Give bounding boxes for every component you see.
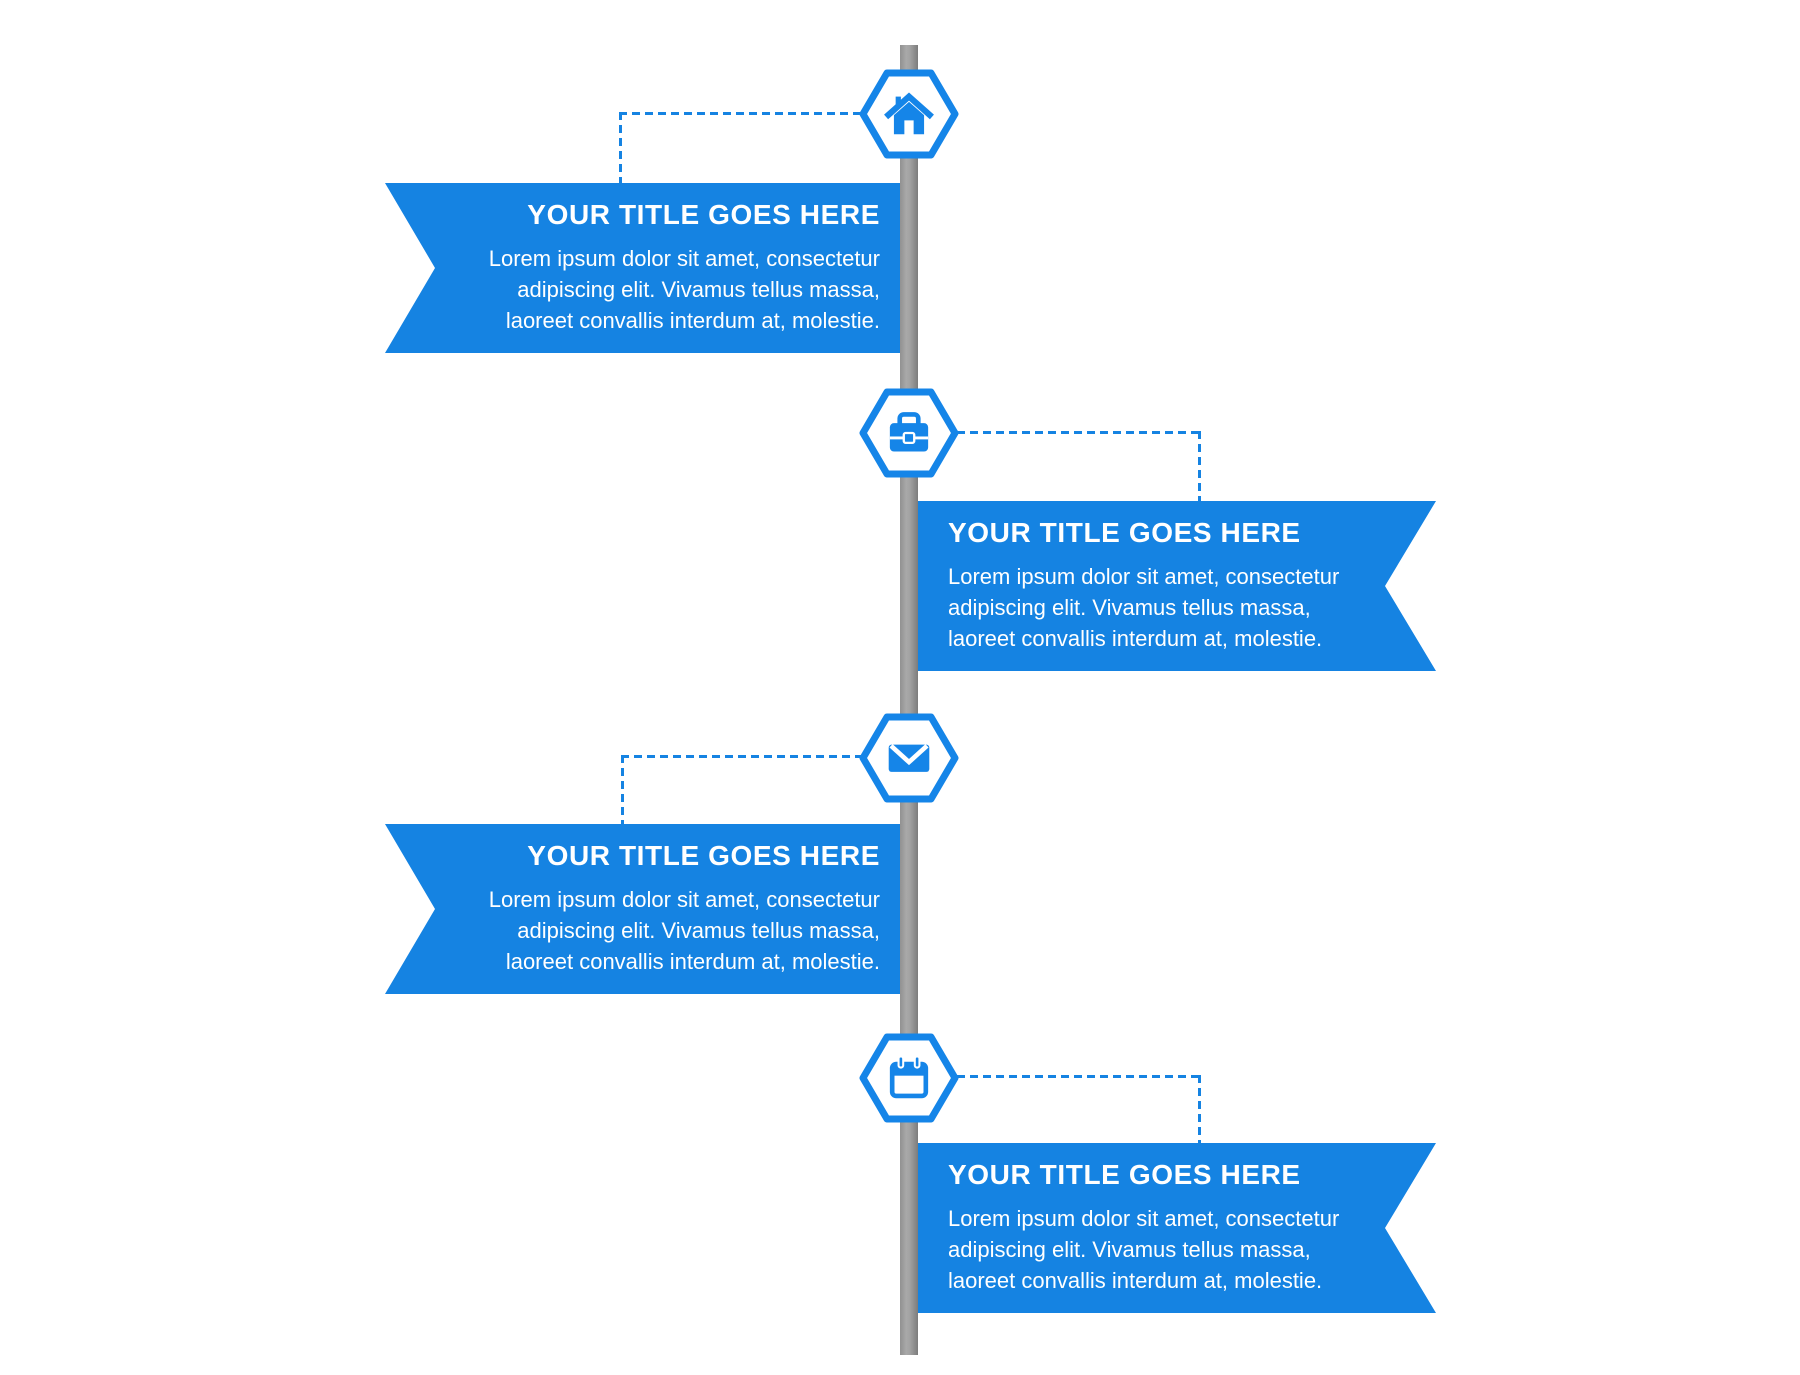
hexagon-marker-4 xyxy=(859,1028,959,1128)
timeline-card-1: YOUR TITLE GOES HERE Lorem ipsum dolor s… xyxy=(385,183,910,353)
card-body-line: adipiscing elit. Vivamus tellus massa, xyxy=(948,595,1311,621)
card-title: YOUR TITLE GOES HERE xyxy=(948,1158,1301,1190)
envelope-icon xyxy=(888,744,930,772)
timeline-card-4: YOUR TITLE GOES HERE Lorem ipsum dolor s… xyxy=(908,1143,1436,1313)
timeline-card-3: YOUR TITLE GOES HERE Lorem ipsum dolor s… xyxy=(385,824,910,994)
card-body-line: laoreet convallis interdum at, molestie. xyxy=(505,308,880,334)
hexagon-marker-3 xyxy=(859,708,959,808)
connector-line-1-vertical xyxy=(619,112,622,183)
toolbox-icon xyxy=(889,412,929,452)
card-body-line: Lorem ipsum dolor sit amet, consectetur xyxy=(948,564,1340,590)
card-title: YOUR TITLE GOES HERE xyxy=(527,839,880,871)
home-icon xyxy=(884,92,934,135)
calendar-icon xyxy=(889,1055,929,1099)
hexagon-outline xyxy=(859,1033,959,1123)
card-title: YOUR TITLE GOES HERE xyxy=(527,198,880,230)
connector-line-2-horizontal xyxy=(957,431,1201,434)
card-body-line: adipiscing elit. Vivamus tellus massa, xyxy=(517,918,880,944)
card-body-line: adipiscing elit. Vivamus tellus massa, xyxy=(948,1237,1311,1263)
connector-line-3-horizontal xyxy=(621,755,862,758)
connector-line-2-vertical xyxy=(1198,431,1201,501)
card-body-line: laoreet convallis interdum at, molestie. xyxy=(948,626,1323,652)
card-body-line: Lorem ipsum dolor sit amet, consectetur xyxy=(948,1206,1340,1232)
connector-line-3-vertical xyxy=(621,755,624,824)
card-title: YOUR TITLE GOES HERE xyxy=(948,516,1301,548)
hexagon-marker-2 xyxy=(859,383,959,483)
card-body-line: adipiscing elit. Vivamus tellus massa, xyxy=(517,277,880,303)
card-body-line: laoreet convallis interdum at, molestie. xyxy=(948,1268,1323,1294)
connector-line-4-horizontal xyxy=(957,1075,1201,1078)
card-body-line: laoreet convallis interdum at, molestie. xyxy=(505,949,880,975)
connector-line-4-vertical xyxy=(1198,1075,1201,1144)
connector-line-1-horizontal xyxy=(619,112,861,115)
card-body-line: Lorem ipsum dolor sit amet, consectetur xyxy=(488,246,880,272)
timeline-card-2: YOUR TITLE GOES HERE Lorem ipsum dolor s… xyxy=(908,501,1436,671)
timeline-pole xyxy=(900,45,918,1355)
card-body-line: Lorem ipsum dolor sit amet, consectetur xyxy=(488,887,880,913)
hexagon-marker-1 xyxy=(859,64,959,164)
